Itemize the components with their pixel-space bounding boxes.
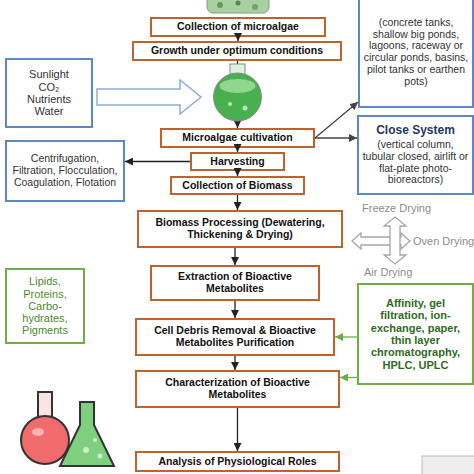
microalgae-photo	[207, 0, 269, 13]
process-box: Harvesting	[190, 152, 285, 171]
drying-method-label: Oven Drying	[413, 235, 474, 247]
flow-arrow	[237, 408, 238, 451]
box-text: Harvesting	[210, 156, 264, 168]
process-box: Characterization of Bioactive Metabolite…	[135, 370, 340, 408]
flow-arrow	[237, 37, 238, 41]
box-text: (vertical column, tubular closed, airlif…	[362, 139, 469, 186]
flow-arrow	[234, 301, 235, 318]
product-box: Lipids, Proteins, Carbo-hydrates, Pigmen…	[5, 268, 85, 344]
process-box: Cell Debris Removal & Bioactive Metaboli…	[135, 318, 335, 356]
process-box: Microalgae cultivation	[160, 128, 315, 148]
process-box: Collection of microalgae	[150, 17, 326, 37]
box-text: Growth under optimum conditions	[151, 45, 323, 57]
input-arrow	[97, 80, 201, 114]
box-text: Cell Debris Removal & Bioactive Metaboli…	[140, 325, 330, 349]
box-text: Sunlight CO₂ Nutrients Water	[27, 68, 71, 117]
flow-arrow	[234, 356, 235, 370]
flow-arrow	[315, 137, 357, 138]
flow-arrow	[125, 161, 190, 162]
method-box: Centrifugation, Filtration, Flocculation…	[5, 140, 125, 202]
drying-method-label: Freeze Drying	[362, 202, 431, 214]
flow-arrow	[234, 248, 235, 265]
method-box: Affinity, gel filtration, ion-exchange, …	[357, 283, 474, 385]
flow-arrow	[237, 148, 238, 152]
box-text: Lipids, Proteins, Carbo-hydrates, Pigmen…	[22, 275, 68, 337]
drying-arrows	[352, 217, 410, 264]
box-text: Characterization of Bioactive Metabolite…	[140, 377, 335, 401]
box-text: Biomass Processing (Dewatering, Thickeni…	[142, 217, 338, 241]
process-box: Extraction of Bioactive Metabolites	[150, 265, 320, 301]
box-text: Microalgae cultivation	[182, 132, 292, 144]
process-box: Biomass Processing (Dewatering, Thickeni…	[137, 210, 343, 248]
box-text: Centrifugation, Filtration, Flocculation…	[10, 153, 120, 188]
input-box: Sunlight CO₂ Nutrients Water	[5, 58, 93, 128]
process-box: Collection of Biomass	[170, 176, 305, 195]
flow-arrow	[237, 195, 238, 210]
box-heading: Close System	[376, 124, 455, 137]
system-box: Close System (vertical column, tubular cl…	[357, 115, 474, 195]
flow-arrow	[315, 102, 358, 138]
flow-arrow	[340, 377, 357, 378]
flow-arrow	[335, 336, 357, 337]
box-text: (concrete tanks, shallow big ponds, lago…	[363, 17, 469, 88]
box-text: Collection of Biomass	[182, 180, 292, 192]
corner-thumbnail	[422, 456, 474, 474]
drying-method-label: Air Drying	[364, 266, 412, 278]
process-box: Growth under optimum conditions	[132, 41, 342, 61]
lab-flasks-illustration	[21, 392, 114, 466]
box-text: Analysis of Physiological Roles	[158, 456, 316, 468]
box-text: Collection of microalgae	[177, 21, 299, 33]
box-text: Extraction of Bioactive Metabolites	[155, 271, 315, 295]
process-box: Analysis of Physiological Roles	[135, 451, 340, 472]
system-box: (concrete tanks, shallow big ponds, lago…	[358, 0, 474, 108]
box-text: Affinity, gel filtration, ion-exchange, …	[362, 297, 469, 371]
flow-arrow	[237, 171, 238, 176]
